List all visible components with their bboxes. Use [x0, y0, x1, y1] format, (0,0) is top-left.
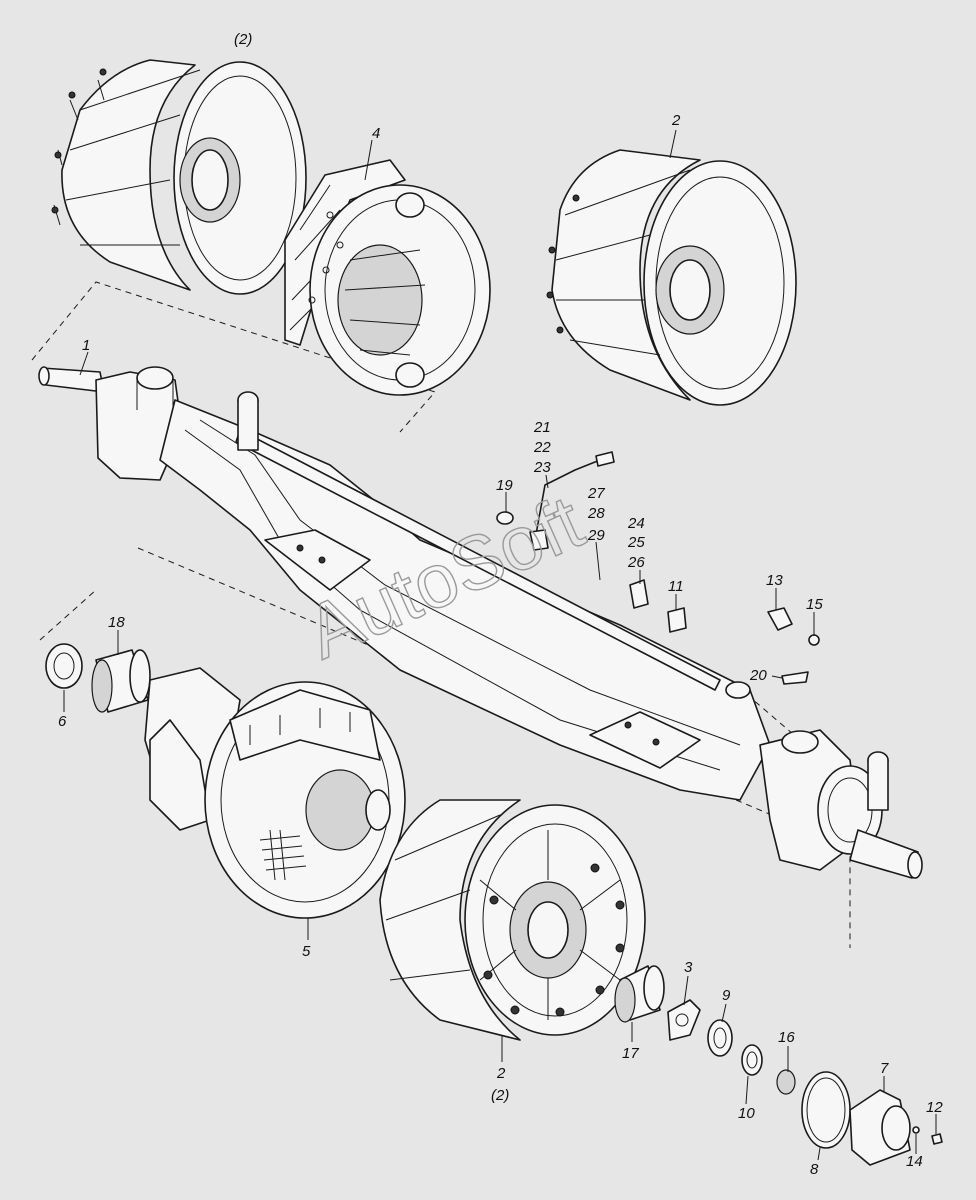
callout-16: 16	[778, 1029, 795, 1046]
callout-19: 19	[496, 477, 513, 494]
callout-18: 18	[108, 614, 125, 631]
callout-24: 24	[627, 515, 645, 532]
callout-9: 9	[722, 987, 731, 1004]
callout-11: 11	[668, 578, 684, 595]
brake-drum-top-right	[546, 149, 797, 406]
callout-5: 5	[302, 943, 311, 960]
callout-2-top: 2	[671, 112, 681, 129]
callout-1: 1	[82, 337, 90, 354]
callout-3: 3	[684, 959, 693, 976]
hub-small-parts	[614, 965, 943, 1166]
callout-4: 4	[372, 125, 380, 142]
callout-13: 13	[766, 572, 783, 589]
callout-2-bottom: 2	[496, 1065, 506, 1082]
callout-14: 14	[906, 1153, 923, 1170]
callout-17: 17	[622, 1045, 639, 1062]
callout-23: 23	[533, 459, 551, 476]
callout-29: 29	[587, 527, 605, 544]
brake-assembly-bottom	[144, 667, 406, 919]
oil-seal-and-bearing-left	[45, 643, 151, 713]
callout-28: 28	[587, 505, 605, 522]
callout-12: 12	[926, 1099, 943, 1116]
callout-27: 27	[587, 485, 605, 502]
callout-21: 21	[533, 419, 551, 436]
hub-drum-bottom	[379, 799, 646, 1041]
axle-beam	[38, 366, 923, 879]
sensor-and-small-parts	[496, 451, 820, 685]
brake-assembly-top	[284, 159, 491, 396]
callout-26: 26	[627, 554, 645, 571]
callout-20: 20	[749, 667, 767, 684]
callout-15: 15	[806, 596, 823, 613]
leader-lines	[63, 129, 937, 1161]
callout-2-paren-bottom: (2)	[491, 1087, 509, 1104]
callout-7: 7	[880, 1060, 889, 1077]
callout-8: 8	[810, 1161, 819, 1178]
callout-10: 10	[738, 1105, 755, 1122]
callout-2-paren-top: (2)	[234, 31, 252, 48]
callout-22: 22	[533, 439, 551, 456]
callout-25: 25	[627, 534, 645, 551]
brake-drum-top-left	[51, 59, 307, 295]
callout-labels: (2) 4 2 1 21 22 23 19 27 28 29 24 25 26 …	[58, 31, 943, 1178]
callout-6: 6	[58, 713, 67, 730]
